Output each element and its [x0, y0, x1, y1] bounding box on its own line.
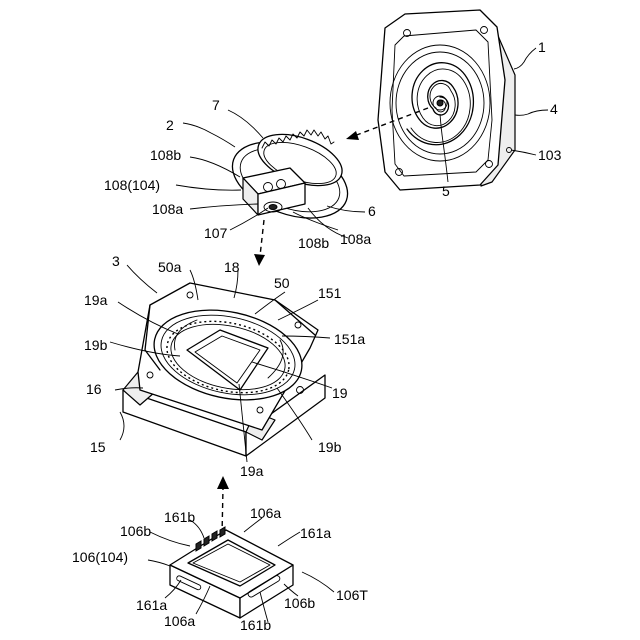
label-19a-bottom: 19a: [240, 463, 264, 479]
component-2-rotor-assembly: [222, 124, 358, 232]
label-106a-top: 106a: [250, 505, 281, 521]
label-50: 50: [274, 275, 290, 291]
label-103: 103: [538, 147, 562, 163]
label-106-104: 106(104): [72, 549, 128, 565]
label-161a-right: 161a: [300, 525, 331, 541]
component-1-spiral-housing: [378, 10, 515, 190]
label-151: 151: [318, 285, 342, 301]
label-161b-top: 161b: [164, 509, 195, 525]
label-18: 18: [224, 259, 240, 275]
label-161a-left: 161a: [136, 597, 167, 613]
assembly-arrow-106-to-3: [217, 476, 229, 535]
label-19b-left: 19b: [84, 337, 108, 353]
label-16: 16: [86, 381, 102, 397]
component-3-base-block: [123, 283, 325, 456]
label-50a: 50a: [158, 259, 182, 275]
label-6: 6: [368, 203, 376, 219]
label-19a-left: 19a: [84, 292, 108, 308]
label-106a-bottom: 106a: [164, 613, 195, 629]
label-4: 4: [550, 101, 558, 117]
label-15: 15: [90, 439, 106, 455]
label-108-104: 108(104): [104, 177, 160, 193]
label-1: 1: [538, 39, 546, 55]
label-106b-right: 106b: [284, 595, 315, 611]
label-107: 107: [204, 225, 228, 241]
component-106-connector-frame: [170, 527, 293, 618]
label-106b-left: 106b: [120, 523, 151, 539]
assembly-arrow-2-to-3: [254, 220, 265, 266]
label-108a-left: 108a: [152, 201, 183, 217]
label-106T: 106T: [336, 587, 368, 603]
label-3: 3: [112, 253, 120, 269]
label-19: 19: [332, 385, 348, 401]
label-19b-right: 19b: [318, 439, 342, 455]
label-5: 5: [442, 183, 450, 199]
label-151a: 151a: [334, 331, 365, 347]
label-7: 7: [212, 97, 220, 113]
label-108a-right: 108a: [340, 231, 371, 247]
label-161b-bottom: 161b: [240, 617, 271, 633]
label-108b-bottom: 108b: [298, 235, 329, 251]
label-2: 2: [166, 117, 174, 133]
label-108b-top: 108b: [150, 147, 181, 163]
